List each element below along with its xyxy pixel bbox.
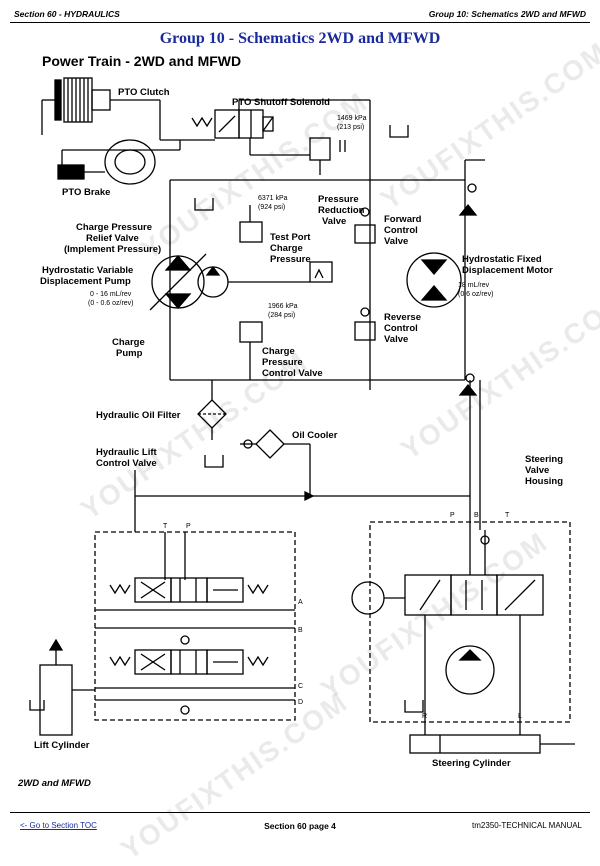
hfm-displacement-ml: 18 mL/rev bbox=[458, 282, 490, 289]
charge-relief-label-2: Relief Valve bbox=[86, 233, 139, 244]
pressure-1966-psi: (284 psi) bbox=[268, 312, 295, 319]
figure-caption: 2WD and MFWD bbox=[18, 778, 91, 789]
hvp-label-1: Hydrostatic Variable bbox=[42, 265, 133, 276]
filter-label: Hydraulic Oil Filter bbox=[96, 410, 181, 421]
lift-cylinder bbox=[39, 664, 73, 736]
group-label: Group 10: Schematics 2WD and MFWD bbox=[428, 9, 586, 19]
charge-relief-label-3: (Implement Pressure) bbox=[64, 244, 161, 255]
port-a: A bbox=[298, 599, 303, 606]
port-b2: B bbox=[474, 512, 479, 519]
hfm-label-2: Displacement Motor bbox=[462, 265, 553, 276]
charge-relief-label-1: Charge Pressure bbox=[76, 222, 152, 233]
pressure-6371-kpa: 6371 kPa bbox=[258, 195, 288, 202]
section-toc-link[interactable]: <- Go to Section TOC bbox=[20, 821, 97, 830]
pto-clutch-label: PTO Clutch bbox=[118, 87, 170, 98]
hfm-label-1: Hydrostatic Fixed bbox=[462, 254, 542, 265]
port-t1: T bbox=[163, 523, 168, 530]
cpcv-label-1: Charge bbox=[262, 346, 295, 357]
oil-cooler-label: Oil Cooler bbox=[292, 430, 338, 441]
lift-valve-label-2: Control Valve bbox=[96, 458, 157, 469]
page-footer: <- Go to Section TOC Section 60 page 4 t… bbox=[10, 812, 590, 839]
pto-brake-symbol bbox=[57, 139, 180, 185]
charge-pump-label-1: Charge bbox=[112, 337, 145, 348]
forward-label-3: Valve bbox=[384, 236, 408, 247]
port-r: R bbox=[422, 713, 427, 720]
lift-valve-label-1: Hydraulic Lift bbox=[96, 447, 158, 458]
cpcv-label-2: Pressure bbox=[262, 357, 303, 368]
pto-shutoff-label: PTO Shutoff Solenoid bbox=[232, 97, 330, 108]
steering-cylinder-label: Steering Cylinder bbox=[432, 758, 511, 769]
page-number: Section 60 page 4 bbox=[264, 821, 336, 831]
hydraulic-oil-filter bbox=[197, 399, 227, 429]
forward-label-1: Forward bbox=[384, 214, 422, 225]
port-p1: P bbox=[186, 523, 191, 530]
charge-pump-label-2: Pump bbox=[116, 348, 143, 359]
page-title: Power Train - 2WD and MFWD bbox=[42, 53, 242, 69]
charge-control-valve bbox=[239, 321, 263, 343]
port-t2: T bbox=[505, 512, 510, 519]
group-title: Group 10 - Schematics 2WD and MFWD bbox=[159, 30, 441, 47]
prv-label-3: Valve bbox=[322, 216, 346, 227]
port-p2: P bbox=[450, 512, 455, 519]
reverse-label-3: Valve bbox=[384, 334, 408, 345]
relief-valve-1469 bbox=[249, 137, 346, 175]
svh-label-2: Valve bbox=[525, 465, 549, 476]
hvp-label-2: Displacement Pump bbox=[40, 276, 131, 287]
hydrostatic-motor-symbol bbox=[406, 252, 462, 308]
steering-valve-housing bbox=[369, 521, 571, 723]
port-c: C bbox=[298, 683, 303, 690]
svh-label-3: Housing bbox=[525, 476, 563, 487]
pressure-6371-psi: (924 psi) bbox=[258, 204, 285, 211]
manual-id: tm2350-TECHNICAL MANUAL bbox=[472, 821, 582, 830]
cpcv-label-3: Control Valve bbox=[262, 368, 323, 379]
test-port-label-3: Pressure bbox=[270, 254, 311, 265]
port-d: D bbox=[298, 699, 303, 706]
charge-relief-valve bbox=[239, 221, 263, 243]
page-header: Section 60 - HYDRAULICS Group 10: Schema… bbox=[10, 6, 590, 23]
reverse-label-2: Control bbox=[384, 323, 418, 334]
lift-cylinder-label: Lift Cylinder bbox=[34, 740, 90, 751]
prv-label-2: Reduction bbox=[318, 205, 365, 216]
hvp-displacement-oz: (0 - 0.6 oz/rev) bbox=[88, 300, 134, 307]
test-port-label-2: Charge bbox=[270, 243, 303, 254]
pto-clutch-symbol bbox=[41, 77, 160, 135]
pto-shutoff-solenoid-symbol bbox=[191, 99, 370, 139]
pressure-1469-psi: (213 psi) bbox=[337, 124, 364, 131]
reverse-label-1: Reverse bbox=[384, 312, 421, 323]
hydraulic-schematic: PTO Clutch PTO Shutoff Solenoid PTO Brak… bbox=[29, 77, 575, 769]
steering-cylinder bbox=[409, 734, 541, 754]
reverse-control-valve bbox=[354, 321, 376, 341]
svh-label-1: Steering bbox=[525, 454, 563, 465]
steering-metering-unit bbox=[445, 645, 495, 695]
hydrostatic-pump-symbol bbox=[149, 253, 229, 311]
pressure-1966-kpa: 1966 kPa bbox=[268, 303, 298, 310]
test-port-label-1: Test Port bbox=[270, 232, 311, 243]
section-label: Section 60 - HYDRAULICS bbox=[14, 9, 120, 19]
port-b: B bbox=[298, 627, 303, 634]
oil-cooler bbox=[255, 429, 285, 459]
forward-label-2: Control bbox=[384, 225, 418, 236]
pressure-reduction-valve bbox=[309, 261, 333, 283]
hfm-displacement-oz: (0.6 oz/rev) bbox=[458, 291, 493, 298]
pto-brake-label: PTO Brake bbox=[62, 187, 110, 198]
pressure-1469-kpa: 1469 kPa bbox=[337, 115, 367, 122]
port-l: L bbox=[518, 713, 522, 720]
hvp-displacement-ml: 0 - 16 mL/rev bbox=[90, 291, 132, 298]
lift-valve-housing bbox=[94, 531, 296, 721]
steering-wheel-symbol bbox=[351, 581, 385, 615]
forward-control-valve bbox=[354, 224, 376, 244]
prv-label-1: Pressure bbox=[318, 194, 359, 205]
